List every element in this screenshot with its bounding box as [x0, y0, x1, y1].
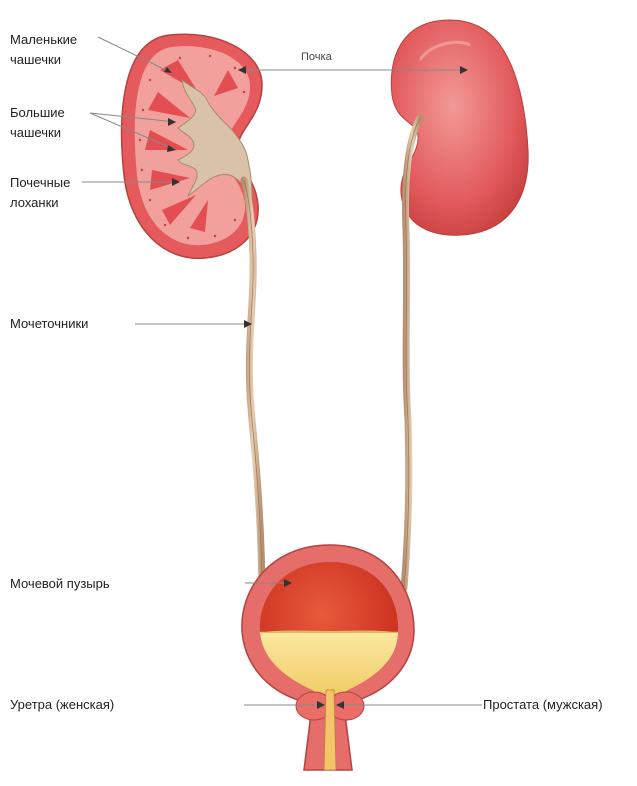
label-major-calyces-line2: чашечки — [10, 123, 65, 143]
label-small-calyces-line2: чашечки — [10, 50, 77, 70]
label-bladder: Мочевой пузырь — [10, 574, 110, 594]
label-renal-pelvis-line1: Почечные — [10, 173, 70, 193]
bladder — [242, 545, 414, 770]
label-kidney: Почка — [298, 47, 335, 67]
label-major-calyces-line1: Большие — [10, 103, 65, 123]
label-urethra: Уретра (женская) — [10, 695, 114, 715]
urethra — [324, 690, 336, 770]
left-ureter — [244, 180, 262, 600]
right-kidney — [391, 20, 528, 235]
label-ureters: Мочеточники — [10, 314, 88, 334]
label-renal-pelvis-line2: лоханки — [10, 193, 70, 213]
label-prostate: Простата (мужская) — [483, 695, 603, 715]
label-major-calyces: Большие чашечки — [10, 103, 65, 143]
left-kidney-section — [122, 34, 262, 258]
label-small-calyces: Маленькие чашечки — [10, 30, 77, 70]
label-small-calyces-line1: Маленькие — [10, 30, 77, 50]
label-renal-pelvis: Почечные лоханки — [10, 173, 70, 213]
